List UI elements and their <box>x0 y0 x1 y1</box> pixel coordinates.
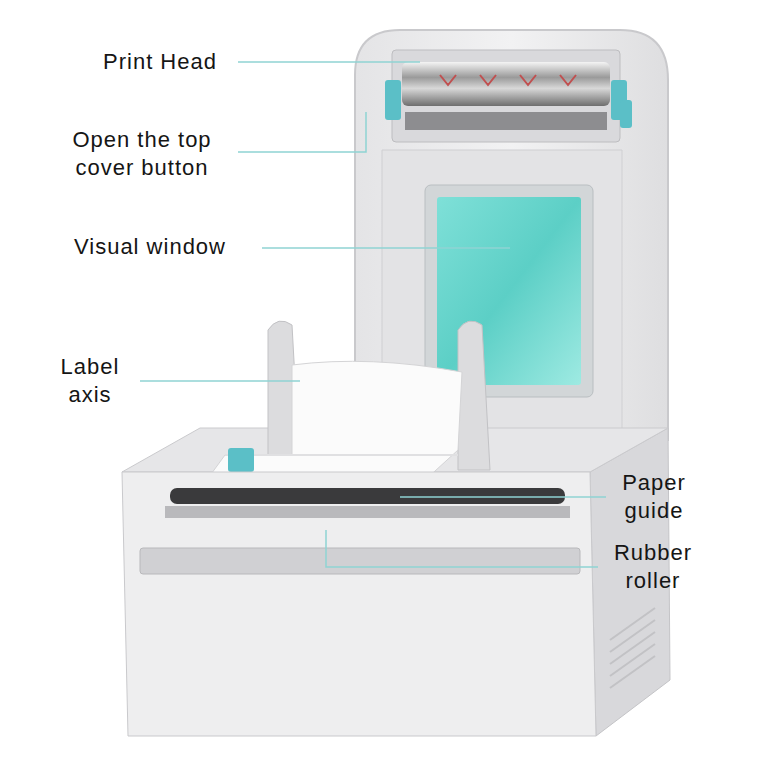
print-head-marks <box>440 75 576 85</box>
base-front <box>122 472 596 736</box>
part-label: Rubber roller <box>603 539 703 595</box>
part-label-box: Paper guide <box>609 469 699 525</box>
vents <box>610 608 655 688</box>
print-head-strip <box>405 112 607 130</box>
part-label: Open the top cover button <box>55 126 230 182</box>
label-axis-post <box>458 321 490 470</box>
paper-fold <box>225 454 458 456</box>
paper-guide <box>228 448 254 472</box>
part-label: Paper guide <box>609 469 699 525</box>
leader-line <box>238 61 420 63</box>
part-label: Visual window <box>45 233 255 261</box>
part-label-box: Visual window <box>45 233 255 261</box>
part-label-box: Rubber roller <box>603 539 703 595</box>
window-frame <box>425 185 593 397</box>
part-label-box: Label axis <box>50 353 130 409</box>
part-label-box: Open the top cover button <box>55 126 230 182</box>
tear-bar <box>165 506 570 518</box>
leader-line <box>400 496 606 498</box>
cover-clip <box>385 80 401 120</box>
print-head <box>402 62 610 106</box>
leader-line <box>140 380 300 382</box>
print-head-housing <box>392 50 620 142</box>
rubber-roller <box>170 488 565 504</box>
leader-line <box>262 247 510 249</box>
leader-line <box>238 112 366 152</box>
cover-button <box>620 100 632 128</box>
leader-line <box>326 530 598 567</box>
part-label-box: Print Head <box>70 48 250 76</box>
paper-exit <box>140 548 580 574</box>
part-label: Print Head <box>70 48 250 76</box>
part-label: Label axis <box>50 353 130 409</box>
